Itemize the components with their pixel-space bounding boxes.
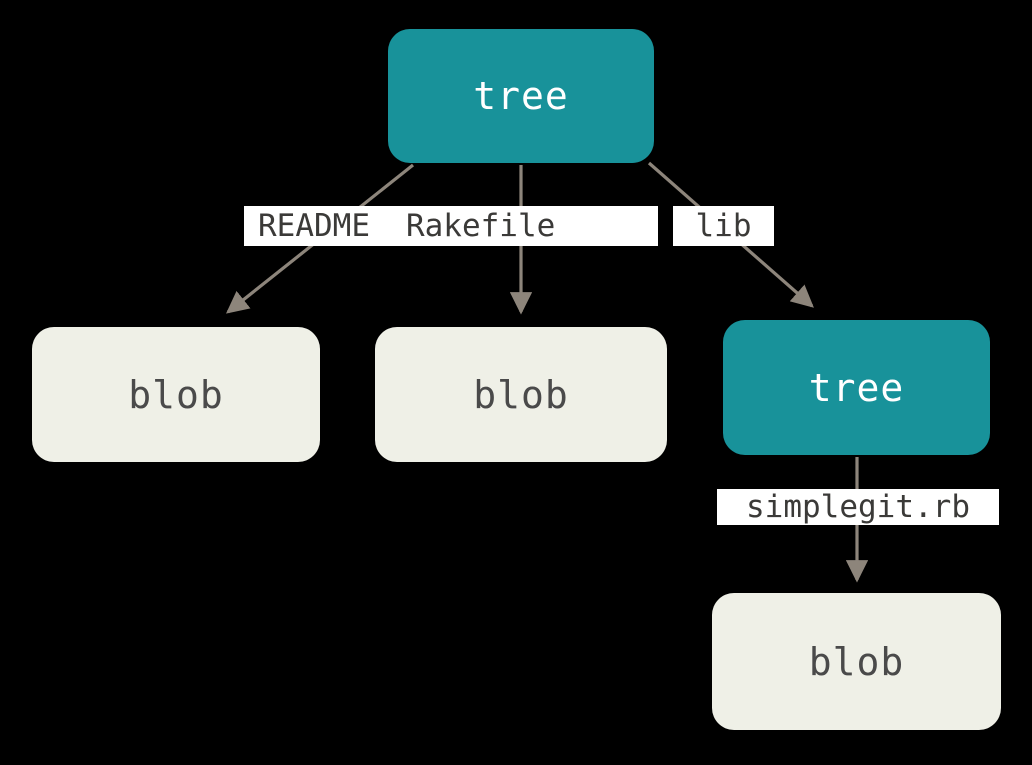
node-label: blob (808, 639, 905, 684)
edge-label-readme-rakefile: README Rakefile (244, 206, 658, 246)
node-blob-readme[interactable]: blob (32, 327, 320, 462)
node-blob-simplegit[interactable]: blob (712, 593, 1001, 730)
edge-label-simplegit: simplegit.rb (717, 489, 999, 525)
node-label: tree (808, 365, 905, 410)
edge-label-lib-text: lib (695, 207, 752, 244)
node-tree-lib[interactable]: tree (723, 320, 990, 455)
node-label: tree (473, 74, 569, 118)
node-label: blob (128, 372, 224, 417)
edge-label-lib: lib (673, 206, 774, 246)
edge-label-rakefile: Rakefile (405, 207, 556, 244)
edge-label-simplegit-text: simplegit.rb (746, 488, 970, 525)
node-tree-root[interactable]: tree (388, 29, 654, 163)
node-label: blob (473, 372, 569, 417)
node-blob-rakefile[interactable]: blob (375, 327, 667, 462)
edge-label-readme: README (258, 207, 370, 244)
